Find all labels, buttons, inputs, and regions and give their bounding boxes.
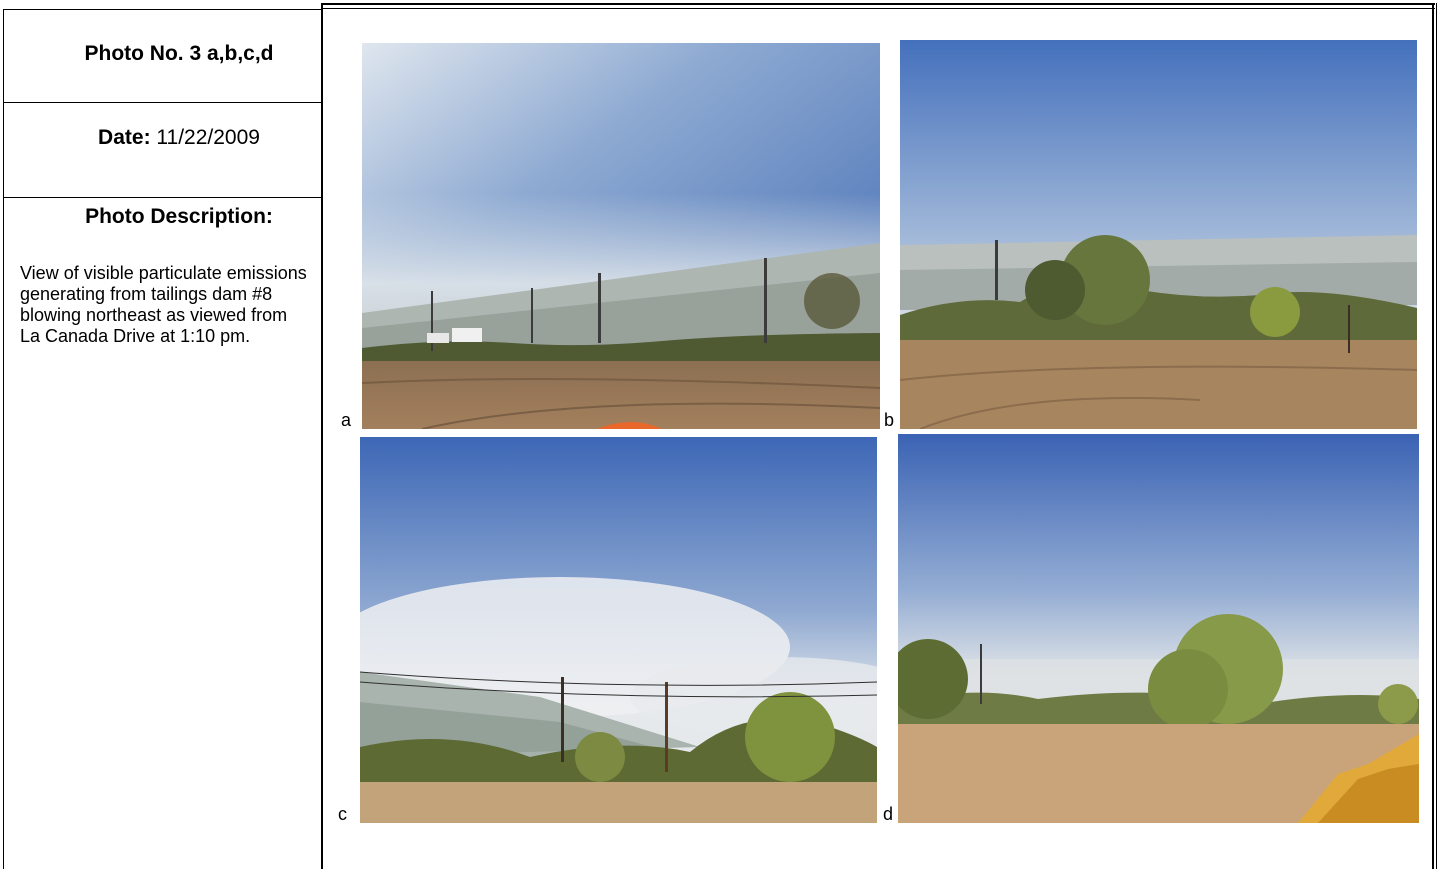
photo-label-c: c: [338, 804, 347, 824]
frame-divider-vertical: [321, 3, 323, 869]
photo-number: Photo No. 3 a,b,c,d: [84, 42, 274, 65]
frame-top-line-inner: [322, 8, 1435, 9]
photo-b-image: [900, 40, 1417, 429]
photo-d-image: [898, 434, 1419, 823]
date-label: Date:: [98, 126, 151, 149]
frame-top-line: [322, 3, 1435, 5]
photo-c: [360, 437, 877, 823]
photo-b: [900, 40, 1417, 429]
row-divider-2: [3, 197, 322, 198]
description-text: View of visible particulate emissions ge…: [20, 263, 307, 346]
photo-label-d: d: [883, 804, 894, 824]
row-divider-1: [3, 102, 322, 103]
photo-date: Date: 11/22/2009: [36, 126, 322, 150]
description-heading: Photo Description:: [85, 205, 273, 228]
frame-left-border: [3, 9, 4, 869]
frame-left-top-line: [3, 9, 323, 10]
frame-right-border-outer: [1436, 3, 1437, 869]
photo-c-image: [360, 437, 877, 823]
photo-a-image: [362, 43, 880, 429]
photo-label-a: a: [341, 410, 352, 430]
photo-label-b: b: [884, 410, 895, 430]
date-value: 11/22/2009: [156, 126, 260, 149]
frame-right-border: [1432, 3, 1434, 869]
photo-a: [362, 43, 880, 429]
photo-d: [898, 434, 1419, 823]
